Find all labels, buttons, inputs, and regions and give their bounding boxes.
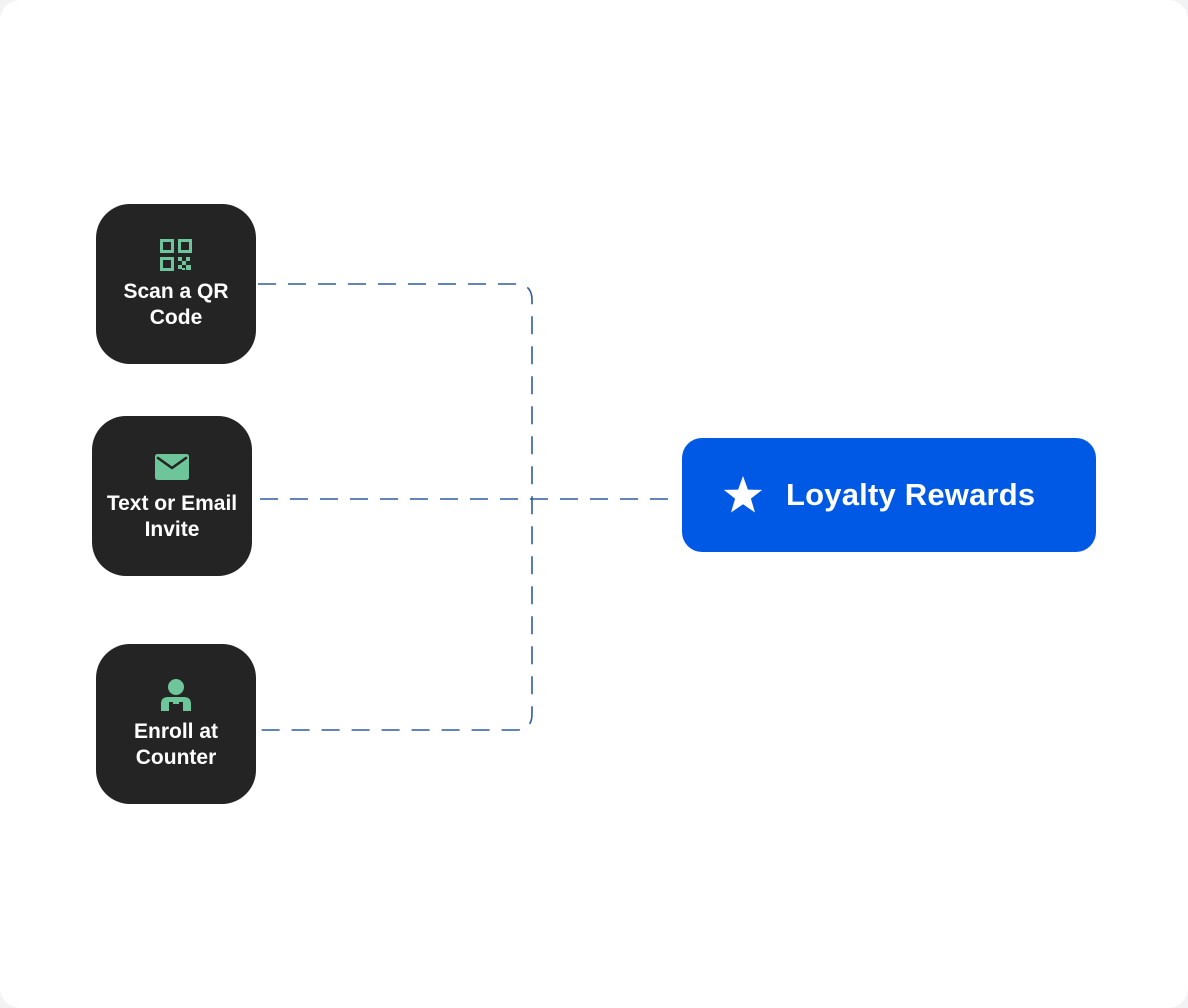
- source-label-counter: Enroll at Counter: [133, 720, 218, 769]
- source-label-qr: Scan a QR Code: [123, 280, 229, 329]
- source-card-invite: Text or Email Invite: [92, 416, 252, 576]
- connector-qr: [258, 283, 533, 731]
- source-card-qr: Scan a QR Code: [96, 204, 256, 364]
- person-icon: [158, 677, 194, 713]
- star-icon: [722, 474, 764, 516]
- target-label: Loyalty Rewards: [786, 477, 1036, 512]
- envelope-icon: [154, 449, 190, 485]
- source-label-invite: Text or Email Invite: [106, 492, 238, 541]
- target-node-loyalty: Loyalty Rewards: [682, 438, 1096, 552]
- source-card-counter: Enroll at Counter: [96, 644, 256, 804]
- qr-code-icon: [158, 237, 194, 273]
